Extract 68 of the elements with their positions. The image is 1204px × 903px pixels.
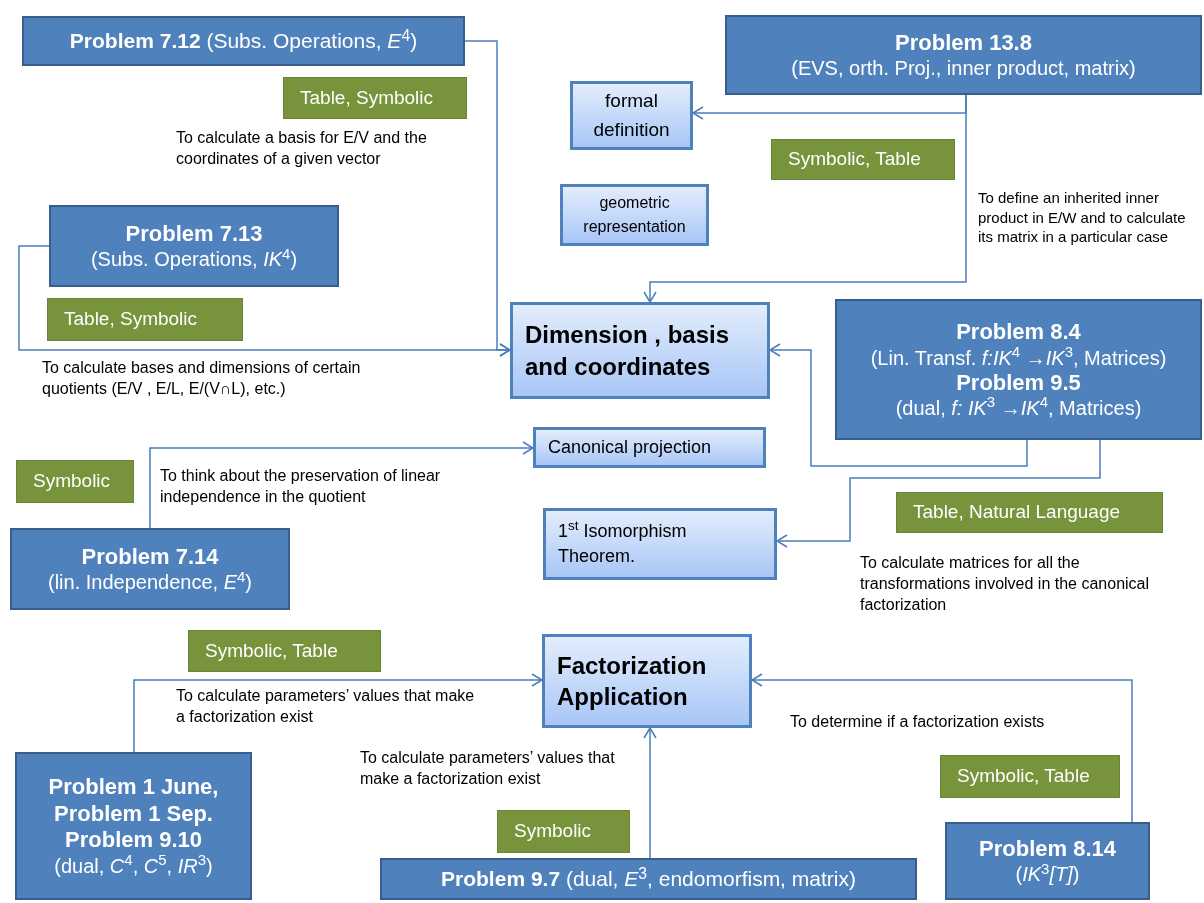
problem-box [945, 822, 1150, 900]
concept-box [542, 634, 752, 728]
annotation-text: To calculate bases and dimensions of certain quotients (E/V , E/L, E/(V∩L), etc.) [42, 358, 362, 399]
annotation-text: To calculate a basis for E/V and the coordinates of a given vector [176, 128, 428, 169]
connector-arrow [643, 727, 657, 859]
box-label: Symbolic [514, 819, 592, 844]
problem-box [15, 752, 252, 900]
connector-arrow [776, 439, 1101, 548]
problem-details: (Subs. Operations, IK$^{4}$) [90, 247, 298, 272]
annotation-text: To calculate parameters’ values that make a factorization exist [360, 748, 616, 789]
problem-details: (dual, C$^{4}$, C$^{5}$, IR$^{3}$) [54, 853, 213, 878]
annotation-text: To calculate parameters’ values that make a factorization exist [176, 686, 476, 727]
problem-details: (dual, f: IK$^{3}$ →IK$^{4}$, Matrices) [895, 395, 1142, 420]
representation-tag [47, 298, 243, 341]
connector-arrow [751, 673, 1133, 823]
problem-title: Problem 7.13 [125, 220, 263, 248]
problem-details: (lin. Independence, E$^{4}$) [47, 570, 252, 595]
box-label: Symbolic [33, 469, 111, 494]
problem-details: (EVS, orth. Proj., inner product, matrix) [791, 56, 1136, 81]
box-label: Dimension , basis and coordinates [525, 320, 731, 382]
box-label: Table, Symbolic [300, 85, 434, 110]
problem-box [10, 528, 290, 610]
connector-arrow [643, 94, 967, 303]
problem-title: Problem 8.4 [956, 319, 1081, 346]
concept-box [510, 302, 770, 399]
connector-arrow [769, 343, 1028, 467]
representation-tag [16, 460, 134, 503]
annotation-text: To think about the preservation of linear independence in the quotient [160, 466, 442, 507]
problem-box [49, 205, 339, 287]
connector-arrow [133, 673, 543, 753]
problem-title: Problem 9.5 [956, 369, 1081, 396]
problem-box [835, 299, 1202, 440]
problem-title: Problem 13.8 [895, 29, 1032, 57]
problem-box [22, 16, 465, 66]
problem-details: (Lin. Transf. f:IK$^{4}$ →IK$^{3}$, Matrices) [870, 345, 1167, 370]
concept-box [543, 508, 777, 580]
connector-arrow [149, 441, 534, 529]
box-label: Table, Symbolic [64, 307, 198, 332]
representation-tag [283, 77, 467, 119]
box-label: Symbolic, Table [957, 764, 1090, 789]
problem-title: Problem 1 June, Problem 1 Sep. Problem 9.10 [47, 774, 220, 854]
problem-box [725, 15, 1202, 95]
annotation-text: To calculate matrices for all the transformations involved in the canonical factorization [860, 553, 1150, 615]
annotation-text: To define an inherited inner product in E/W and to calculate its matrix in a particular case [978, 188, 1187, 247]
box-label: Symbolic, Table [788, 147, 921, 172]
box-label: formal definition [592, 89, 671, 142]
box-label: Factorization Application [557, 650, 708, 712]
concept-box [533, 427, 766, 468]
problem-details: Problem 7.12 (Subs. Operations, E$^{4}$) [69, 28, 418, 54]
representation-tag [896, 492, 1163, 533]
problem-details: Problem 9.7 (dual, E$^{3}$, endomorfism, matrix) [441, 866, 856, 892]
annotation-text: To determine if a factorization exists [790, 712, 1046, 732]
problem-title: Problem 7.14 [81, 543, 219, 571]
connector-arrow [18, 245, 511, 357]
problem-details: (IK$^{3}$[T]) [1015, 862, 1080, 887]
box-label: 1$^{st}$ Isomorphism Theorem. [558, 518, 688, 568]
box-label: Table, Natural Language [913, 500, 1121, 525]
concept-box [570, 81, 693, 150]
concept-box [560, 184, 709, 246]
representation-tag [497, 810, 630, 853]
problem-box [380, 858, 917, 900]
representation-tag [940, 755, 1120, 798]
box-label: geometric representation [582, 193, 687, 237]
box-label: Canonical projection [548, 436, 712, 459]
representation-tag [771, 139, 955, 180]
problem-title: Problem 8.14 [979, 835, 1116, 863]
box-label: Symbolic, Table [205, 638, 338, 663]
representation-tag [188, 630, 381, 672]
